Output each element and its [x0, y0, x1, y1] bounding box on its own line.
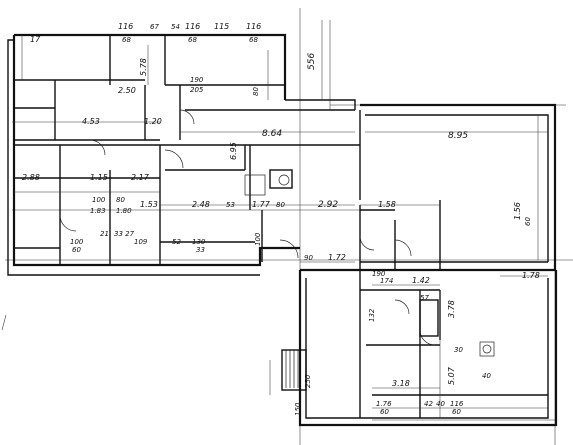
dim-label: 109 — [134, 238, 148, 246]
dim-label: 1.20 — [144, 117, 162, 126]
dim-label: 40 — [482, 372, 491, 380]
dim-label: 1.53 — [140, 200, 158, 209]
dim-label: 1.78 — [522, 271, 540, 280]
dim-label: 53 — [226, 201, 235, 209]
dim-label: 60 — [72, 246, 81, 254]
dim-label: 52 — [172, 238, 181, 246]
dim-label: 1.77 — [252, 200, 271, 209]
dim-label: 30 — [454, 346, 463, 354]
dim-label: 1.76 — [376, 400, 392, 408]
dim-label: 5.07 — [447, 366, 456, 385]
dim-label: 205 — [190, 86, 204, 94]
dim-label: 8.95 — [448, 131, 468, 141]
dim-label: 556 — [307, 53, 317, 70]
lower-wing-walls — [281, 270, 558, 427]
dim-label: 5.78 — [139, 58, 148, 76]
dim-label: 174 — [380, 277, 393, 285]
dim-label: 250 — [304, 374, 312, 388]
dim-label: 3.78 — [447, 300, 456, 318]
dim-label: 6.95 — [229, 142, 238, 160]
dim-label: 42 — [424, 400, 433, 408]
dim-label: 57 — [420, 294, 429, 302]
dim-label: 68 — [122, 36, 131, 44]
door-swings — [59, 109, 436, 346]
dim-label: 2.88 — [22, 173, 40, 182]
dim-label: 100 — [92, 196, 106, 204]
dim-label: 54 — [171, 23, 180, 31]
dim-label: 116 — [246, 22, 261, 31]
dimension-lines — [12, 20, 548, 418]
dim-label: 80 — [252, 87, 260, 96]
dim-label: 1.42 — [412, 276, 430, 285]
dim-label: 132 — [368, 308, 376, 322]
dim-label: 80 — [276, 201, 285, 209]
dim-label: 68 — [249, 36, 258, 44]
dim-label: 190 — [190, 76, 204, 84]
dim-label: 100 — [70, 238, 84, 246]
left-wing-walls — [7, 33, 360, 276]
dim-label: 1.58 — [378, 200, 396, 209]
dim-label: 1.56 — [513, 202, 522, 220]
dim-label: 1.15 — [90, 173, 108, 182]
dim-label: 116 — [450, 400, 464, 408]
dim-label: 190 — [372, 270, 386, 278]
dim-label: 1.83 — [90, 207, 106, 215]
dim-label: 1.80 — [116, 207, 132, 215]
dim-label: 116 — [118, 22, 133, 31]
dim-label: 68 — [188, 36, 197, 44]
dim-label: 80 — [116, 196, 125, 204]
dim-label: 40 — [436, 400, 445, 408]
dim-label: 2.50 — [118, 86, 136, 95]
dim-label: 8.64 — [262, 129, 282, 139]
dim-label: 150 — [294, 402, 302, 416]
dim-label: 2.92 — [318, 200, 338, 210]
dim-label: 115 — [214, 22, 229, 31]
dim-label: 60 — [524, 217, 532, 226]
dim-label: 60 — [452, 408, 461, 416]
dim-label: 33 27 — [114, 230, 135, 238]
dim-label: 67 — [150, 23, 159, 31]
dim-label: 60 — [380, 408, 389, 416]
dim-label: 21 — [100, 230, 109, 238]
dim-label: 100 — [254, 232, 262, 246]
dimension-labels: 116 67 54 116 115 116 68 68 68 17 556 2.… — [22, 22, 540, 416]
dim-label: 2.17 — [131, 173, 150, 182]
dim-label: 17 — [30, 35, 41, 44]
dim-label: 4.53 — [82, 117, 100, 126]
dim-label: 2.48 — [192, 200, 210, 209]
right-block-walls — [300, 103, 557, 290]
dim-label: 90 — [304, 254, 313, 262]
dim-label: 1.72 — [328, 253, 346, 262]
dim-label: 130 — [192, 238, 206, 246]
dim-label: 3.18 — [392, 379, 410, 388]
dim-label: 116 — [185, 22, 200, 31]
dim-label: 33 — [196, 246, 205, 254]
